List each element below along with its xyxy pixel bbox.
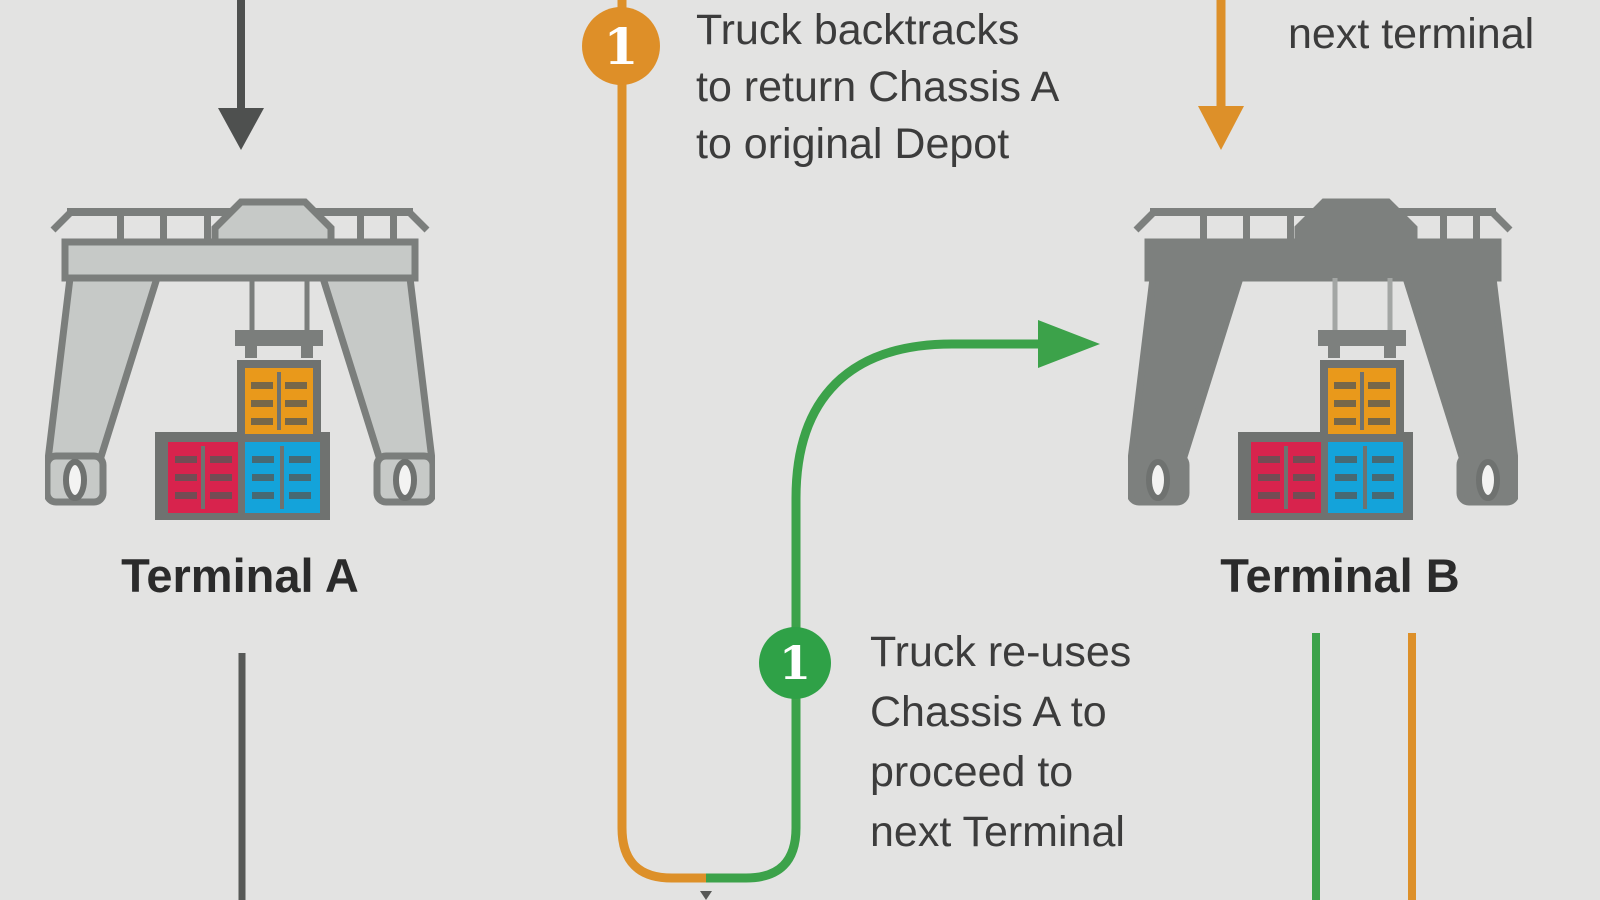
route-curve-icon: [706, 339, 1042, 883]
note-line: Truck re-uses: [870, 628, 1132, 676]
gantry-crane-icon: [1128, 198, 1518, 520]
container-icon: [1328, 442, 1403, 513]
crane-cab: [211, 198, 335, 246]
down-arrow-icon: [218, 0, 264, 150]
container-icon: [1328, 368, 1396, 434]
crane-cab: [1294, 198, 1418, 246]
terminal-a-label: Terminal A: [121, 549, 359, 602]
crane-wheel: [63, 459, 87, 501]
step-badge-orange: 1: [582, 7, 660, 85]
container-icon: [168, 442, 238, 513]
step-badge-number: 1: [603, 16, 639, 76]
crane-wheel: [1146, 459, 1170, 501]
down-arrow-icon: [1198, 0, 1244, 150]
container-icon: [245, 442, 320, 513]
gantry-crane-icon: [45, 198, 435, 520]
right-arrow-icon: [1038, 320, 1100, 368]
crane-left-leg: [1128, 274, 1245, 464]
note-line: next terminal: [1288, 10, 1535, 58]
crane-wheel: [393, 459, 417, 501]
terminal-b-label: Terminal B: [1220, 549, 1460, 602]
note-line: Chassis A to: [870, 688, 1107, 736]
crane-left-leg: [45, 274, 162, 464]
crane-wheel: [1476, 459, 1500, 501]
container-icon: [1251, 442, 1321, 513]
crane-spreader: [1318, 330, 1406, 358]
note-reuse: Truck re-uses Chassis A to proceed to ne…: [870, 622, 1131, 862]
crane-spreader: [235, 330, 323, 358]
note-backtrack: Truck backtracks to return Chassis A to …: [696, 2, 1059, 173]
note-line: proceed to: [870, 748, 1074, 796]
note-next-terminal: next terminal: [1288, 6, 1534, 63]
crane-beam: [1144, 238, 1502, 282]
bottom-arrow-tip: [700, 891, 712, 900]
note-line: next Terminal: [870, 808, 1125, 856]
container-icon: [245, 368, 313, 434]
crane-right-leg: [318, 274, 435, 464]
crane-right-leg: [1401, 274, 1518, 464]
note-line: to return Chassis A: [696, 63, 1060, 111]
route-curve-icon: [617, 0, 706, 883]
note-line: to original Depot: [696, 120, 1010, 168]
step-badge-green: 1: [759, 627, 831, 699]
note-line: Truck backtracks: [696, 6, 1020, 54]
step-badge-number: 1: [778, 636, 811, 690]
crane-beam: [61, 238, 419, 282]
